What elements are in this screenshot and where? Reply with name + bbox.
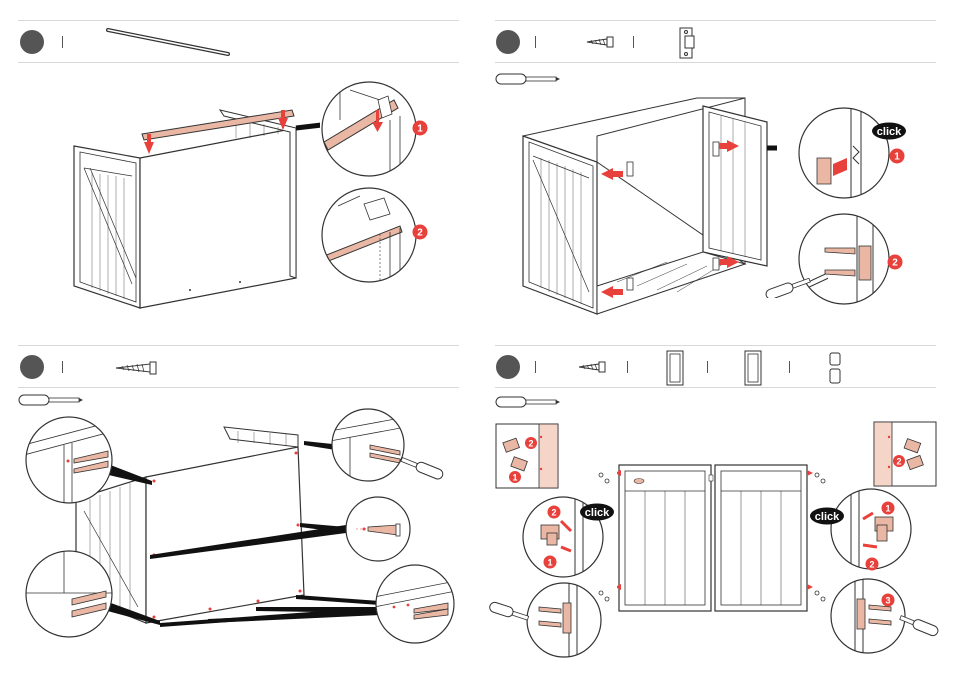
header-separator (707, 361, 708, 373)
header-separator (62, 36, 63, 48)
svg-text:1: 1 (894, 152, 900, 163)
svg-text:1: 1 (512, 473, 517, 483)
detail-box-right: 2 (873, 421, 937, 487)
header-rule-bottom (495, 62, 936, 63)
rod-icon (104, 26, 234, 60)
detail-callout-badge-1: 1 (412, 120, 428, 136)
svg-text:2: 2 (417, 228, 423, 239)
header-rule-top (18, 20, 459, 21)
detail-circle-right-lower (829, 577, 907, 655)
click-bubble: click (579, 503, 615, 521)
svg-text:2: 2 (551, 508, 556, 518)
svg-text:2: 2 (869, 560, 874, 570)
detail-circle-1 (797, 106, 891, 200)
screwdriver-icon (398, 455, 448, 481)
svg-text:2: 2 (528, 439, 533, 449)
screwdriver-icon (495, 72, 561, 86)
detail-callout-badge-3: 3 (881, 593, 895, 607)
header-rule-top (495, 20, 936, 21)
svg-text:2: 2 (896, 457, 901, 467)
door-pair-illustration (617, 461, 813, 613)
screwdriver-icon (495, 395, 561, 409)
detail-circle-bottom-right (374, 563, 456, 645)
screw-icon (585, 36, 617, 48)
step-panel-2: click 1 2 (477, 0, 954, 337)
detail-circle-middle-right (344, 495, 412, 563)
click-bubble: click (809, 507, 845, 525)
panel-icon (665, 349, 685, 387)
detail-circle-1 (320, 80, 418, 178)
click-bubble: click (871, 122, 907, 140)
svg-text:2: 2 (892, 258, 898, 269)
detail-callout-badge-2: 2 (887, 254, 903, 270)
svg-text:1: 1 (417, 124, 423, 135)
step-number-dot (20, 30, 44, 54)
detail-circle-2 (320, 186, 418, 284)
header-rule-top (495, 345, 936, 346)
svg-text:click: click (877, 126, 902, 138)
step-number-dot (496, 355, 520, 379)
step-panel-1: 1 2 (0, 0, 477, 337)
detail-callout-badge-1: 1 (881, 501, 895, 515)
detail-callout-badge-2: 2 (547, 505, 561, 519)
detail-circle-top-right (330, 407, 406, 483)
hinge-icon (827, 351, 845, 385)
svg-text:1: 1 (885, 504, 890, 514)
step-number-dot (496, 30, 520, 54)
screwdriver-icon (763, 278, 813, 298)
screw-icon (577, 361, 609, 373)
header-rule-bottom (18, 62, 459, 63)
svg-text:click: click (585, 507, 610, 519)
detail-callout-badge-1: 1 (543, 555, 557, 569)
detail-callout-badge-1: 1 (889, 148, 905, 164)
header-separator (535, 36, 536, 48)
screw-pair-icon (813, 589, 827, 603)
header-separator (789, 361, 790, 373)
step-panel-3 (0, 337, 477, 674)
cabinet-bracket-illustration (517, 96, 777, 318)
header-separator (627, 361, 628, 373)
bracket-icon (677, 26, 697, 60)
panel-icon (743, 349, 763, 387)
step-panel-4: 2 1 2 click 2 1 (477, 337, 954, 674)
header-separator (633, 36, 634, 48)
svg-text:3: 3 (885, 596, 890, 606)
svg-text:click: click (815, 511, 840, 523)
header-separator (535, 361, 536, 373)
cabinet-rear-rail-illustration (60, 88, 320, 318)
svg-text:1: 1 (547, 558, 552, 568)
detail-callout-badge-2: 2 (865, 557, 879, 571)
detail-box-left: 2 1 (495, 423, 559, 489)
screwdriver-icon (897, 613, 941, 637)
screwdriver-icon (487, 601, 531, 623)
header-rule-bottom (495, 387, 936, 388)
screw-pair-icon (813, 471, 827, 485)
detail-circle-bottom-left (24, 549, 114, 639)
screw-pair-icon (597, 471, 611, 485)
detail-circle-left-lower (525, 581, 603, 659)
detail-callout-badge-2: 2 (412, 224, 428, 240)
detail-circle-top-left (24, 415, 114, 505)
